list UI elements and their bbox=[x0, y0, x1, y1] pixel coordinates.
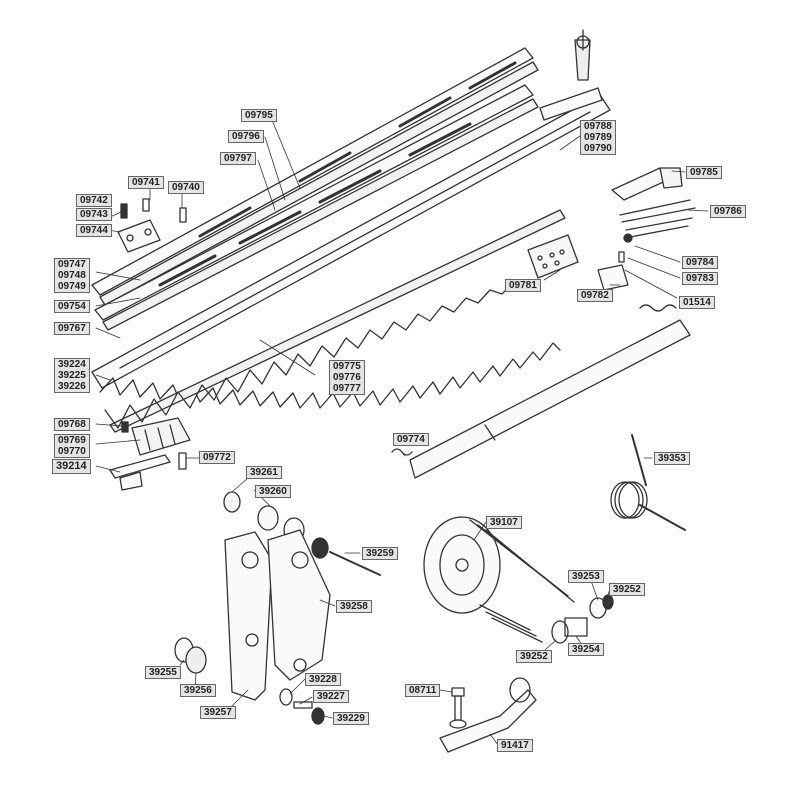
label-39254: 39254 bbox=[568, 643, 604, 656]
label-09741: 09741 bbox=[128, 176, 164, 189]
label-39107: 39107 bbox=[486, 516, 522, 529]
label-09784: 09784 bbox=[682, 256, 718, 269]
guard-left bbox=[109, 417, 191, 491]
label-01514: 01514 bbox=[679, 296, 715, 309]
label-09797: 09797 bbox=[220, 152, 256, 165]
label-39353: 39353 bbox=[654, 452, 690, 465]
label-09770: 09770 bbox=[58, 446, 86, 457]
label-39253: 39253 bbox=[568, 570, 604, 583]
swing-arm-assembly bbox=[224, 529, 331, 701]
label-09774: 09774 bbox=[393, 433, 429, 446]
clamp-small bbox=[597, 233, 633, 291]
double-guard bbox=[611, 167, 696, 238]
clip-plate bbox=[117, 219, 161, 253]
label-09777: 09777 bbox=[333, 383, 361, 394]
label-39214: 39214 bbox=[52, 459, 91, 474]
label-39260: 39260 bbox=[255, 485, 291, 498]
bolts-left bbox=[120, 198, 187, 470]
knife-head bbox=[539, 29, 603, 121]
label-39261: 39261 bbox=[246, 466, 282, 479]
label-09783: 09783 bbox=[682, 272, 718, 285]
label-09743: 09743 bbox=[76, 208, 112, 221]
label-39258: 39258 bbox=[336, 600, 372, 613]
label-09788: 09788 bbox=[584, 121, 612, 132]
label-39255: 39255 bbox=[145, 666, 181, 679]
label-09754: 09754 bbox=[54, 300, 90, 313]
bracket-and-bolt bbox=[439, 677, 537, 753]
label-39256: 39256 bbox=[180, 684, 216, 697]
label-09790: 09790 bbox=[584, 143, 612, 154]
label-39257: 39257 bbox=[200, 706, 236, 719]
label-09744: 09744 bbox=[76, 224, 112, 237]
label-39228: 39228 bbox=[305, 673, 341, 686]
label-09786: 09786 bbox=[710, 205, 746, 218]
label-39226: 39226 bbox=[58, 381, 86, 392]
label-91417: 91417 bbox=[497, 739, 533, 752]
label-09796: 09796 bbox=[228, 130, 264, 143]
label-09775: 09775 bbox=[333, 361, 361, 372]
label-09782: 09782 bbox=[577, 289, 613, 302]
guard-plate-small bbox=[527, 234, 579, 279]
label-08711: 08711 bbox=[405, 684, 441, 697]
knife-back-bar-upper bbox=[91, 47, 539, 306]
label-09767: 09767 bbox=[54, 322, 90, 335]
drive-pole bbox=[391, 304, 691, 479]
label-09776: 09776 bbox=[333, 372, 361, 383]
label-39259: 39259 bbox=[362, 547, 398, 560]
label-09748: 09748 bbox=[58, 270, 86, 281]
label-39229: 39229 bbox=[333, 712, 369, 725]
label-39252-left: 39252 bbox=[516, 650, 552, 663]
label-09740: 09740 bbox=[168, 181, 204, 194]
label-09781: 09781 bbox=[505, 279, 541, 292]
knife-sections bbox=[104, 281, 515, 429]
bearings bbox=[174, 637, 207, 674]
label-39227: 39227 bbox=[313, 690, 349, 703]
label-09769: 09769 bbox=[58, 435, 86, 446]
label-39252-right: 39252 bbox=[609, 583, 645, 596]
label-09742: 09742 bbox=[76, 194, 112, 207]
label-09795: 09795 bbox=[241, 109, 277, 122]
torsion-spring bbox=[610, 434, 686, 531]
label-09747: 09747 bbox=[58, 259, 86, 270]
knife-back-bar-middle bbox=[94, 84, 539, 331]
label-09789: 09789 bbox=[584, 132, 612, 143]
label-09785: 09785 bbox=[686, 166, 722, 179]
label-39225: 39225 bbox=[58, 370, 86, 381]
label-39224: 39224 bbox=[58, 359, 86, 370]
label-09772: 09772 bbox=[199, 451, 235, 464]
pin-and-nut bbox=[279, 688, 325, 725]
label-09749: 09749 bbox=[58, 281, 86, 292]
label-09768: 09768 bbox=[54, 418, 90, 431]
